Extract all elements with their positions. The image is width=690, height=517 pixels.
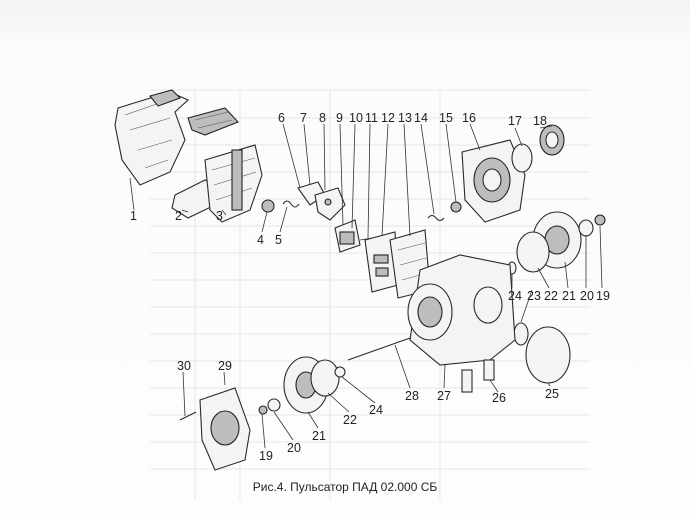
callout-20: 20 <box>580 289 594 303</box>
part-6-8-levers <box>297 181 346 221</box>
callout-9: 9 <box>336 111 343 125</box>
part-1-cover <box>114 89 189 186</box>
callout-30: 30 <box>177 359 191 373</box>
callout-17: 17 <box>508 114 522 128</box>
callout-16: 16 <box>462 111 476 125</box>
callout-15: 15 <box>439 111 453 125</box>
callout-24-left: 24 <box>369 403 383 417</box>
callout-4: 4 <box>257 233 264 247</box>
callout-23: 23 <box>527 289 541 303</box>
callout-3: 3 <box>216 209 223 223</box>
part-14-15-plug <box>427 201 462 222</box>
callout-11: 11 <box>365 111 378 125</box>
part-3-bracket <box>204 144 263 223</box>
part-16-cover <box>461 139 526 223</box>
leader-lines <box>129 123 603 449</box>
callout-29: 29 <box>218 359 232 373</box>
callout-13: 13 <box>398 111 412 125</box>
callout-2: 2 <box>175 209 182 223</box>
callout-7: 7 <box>300 111 307 125</box>
callout-26: 26 <box>492 391 506 405</box>
part-9-10-block <box>334 219 361 253</box>
callout-labels: 1 2 3 4 5 6 7 8 9 10 11 12 13 14 15 16 1… <box>130 111 610 463</box>
part-27-main-body <box>407 254 516 366</box>
callout-22-left: 22 <box>343 413 357 427</box>
part-12-plate <box>364 231 399 293</box>
part-29-end-cover <box>199 387 251 471</box>
callout-21: 21 <box>562 289 576 303</box>
callout-18: 18 <box>533 114 547 128</box>
callout-25: 25 <box>545 387 559 401</box>
callout-6: 6 <box>278 111 285 125</box>
callout-24: 24 <box>508 289 522 303</box>
part-30-screw <box>179 411 197 421</box>
part-4-nut <box>261 199 275 213</box>
callout-22: 22 <box>544 289 558 303</box>
part-5-spring <box>282 200 300 208</box>
callout-19: 19 <box>596 289 610 303</box>
callout-27: 27 <box>437 389 451 403</box>
part-28-shaft <box>347 337 411 361</box>
callout-5: 5 <box>275 233 282 247</box>
callout-21-left: 21 <box>312 429 326 443</box>
callout-1: 1 <box>130 209 137 223</box>
callout-8: 8 <box>319 111 326 125</box>
callout-28: 28 <box>405 389 419 403</box>
callout-20-left: 20 <box>287 441 301 455</box>
figure-caption: Рис.4. Пульсатор ПАД 02.000 СБ <box>252 480 438 494</box>
callout-10: 10 <box>349 111 363 125</box>
callout-12: 12 <box>381 111 395 125</box>
callout-19-left: 19 <box>259 449 273 463</box>
callout-14: 14 <box>414 111 428 125</box>
part-26-bolt <box>461 369 473 393</box>
left-disc-group <box>258 356 346 415</box>
part-17-ring <box>511 143 533 173</box>
